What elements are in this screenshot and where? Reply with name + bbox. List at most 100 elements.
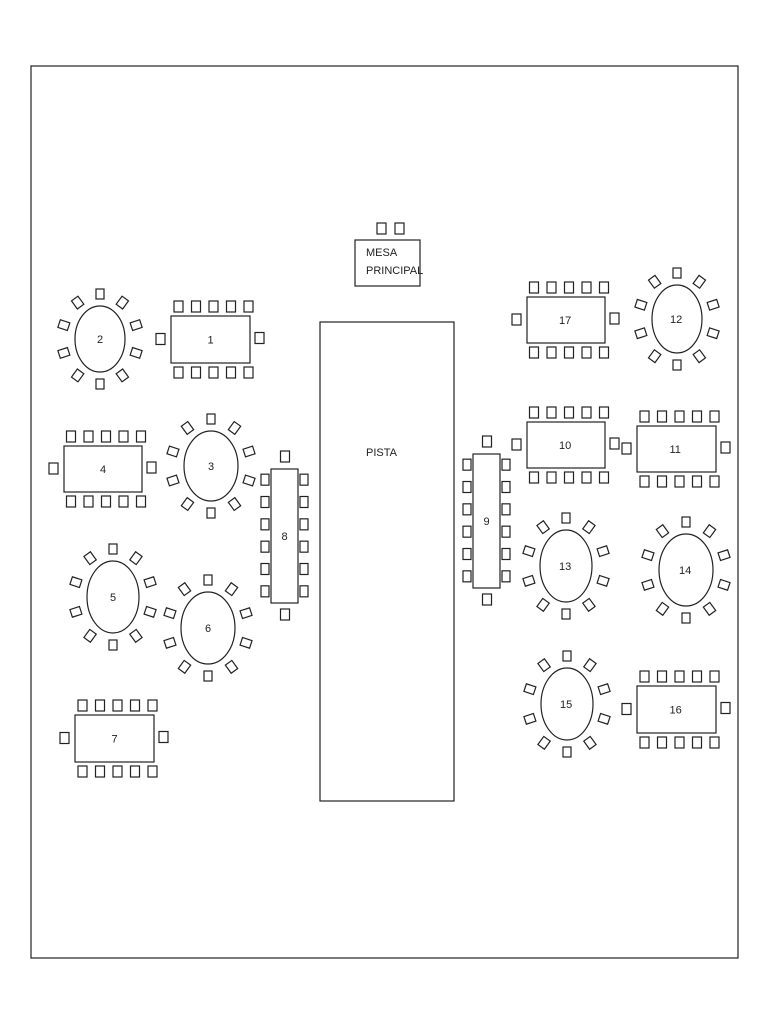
table-number-label: 17 (559, 315, 571, 327)
chair (581, 406, 592, 419)
chair (681, 516, 691, 528)
dance-floor[interactable]: PISTA (319, 321, 455, 802)
chair (546, 471, 557, 484)
chair (523, 712, 537, 725)
chair (239, 636, 253, 649)
table-surface (180, 591, 236, 665)
chair (163, 636, 177, 649)
chair (522, 545, 536, 558)
chair (115, 295, 130, 310)
chair (501, 547, 511, 561)
chair (208, 366, 219, 379)
chair (528, 346, 540, 359)
table-surface (74, 714, 155, 763)
chair (70, 368, 85, 383)
chair (621, 702, 632, 716)
table-6[interactable]: 6 (163, 574, 253, 682)
table-15[interactable]: 15 (523, 650, 611, 758)
chair (706, 298, 720, 311)
chair (462, 480, 472, 494)
table-surface (183, 430, 239, 502)
chair (57, 318, 71, 332)
head-table[interactable]: MESA PRINCIPAL (354, 222, 423, 287)
chair (173, 366, 184, 379)
chair (129, 765, 141, 778)
table-9[interactable]: 9 (462, 435, 511, 606)
chair (227, 496, 242, 512)
chair (279, 450, 291, 463)
chair (239, 607, 253, 620)
table-7[interactable]: 7 (59, 699, 169, 778)
head-table-chair (394, 222, 405, 235)
table-8[interactable]: 8 (260, 450, 309, 621)
table-5[interactable]: 5 (69, 543, 157, 651)
table-2[interactable]: 2 (57, 288, 143, 390)
chair (227, 420, 242, 436)
chair (69, 576, 83, 589)
chair (561, 608, 571, 620)
chair (609, 312, 620, 325)
chair (582, 657, 597, 673)
chair (260, 585, 270, 598)
chair (147, 699, 158, 712)
chair (581, 346, 592, 359)
chair (634, 298, 648, 311)
table-10[interactable]: 10 (511, 406, 620, 484)
chair (692, 274, 707, 290)
chair (501, 458, 511, 471)
table-13[interactable]: 13 (522, 512, 610, 620)
table-number-label: 4 (100, 464, 106, 476)
chair (65, 430, 77, 443)
chair (59, 731, 70, 745)
chair (597, 683, 611, 696)
chair (208, 300, 219, 313)
chair (166, 474, 180, 487)
chair (462, 503, 472, 516)
table-16[interactable]: 16 (621, 670, 731, 749)
chair (260, 473, 270, 486)
table-number-label: 10 (559, 440, 571, 452)
chair (481, 435, 493, 448)
chair (135, 495, 147, 508)
chair (118, 495, 129, 508)
chair (598, 346, 610, 359)
chair (299, 518, 309, 531)
chair (299, 562, 309, 576)
chair (562, 650, 572, 662)
chair (634, 327, 648, 340)
table-1[interactable]: 1 (155, 300, 265, 379)
table-number-label: 3 (208, 461, 214, 473)
chair (692, 348, 707, 364)
chair (242, 474, 256, 487)
chair (639, 475, 650, 488)
chair (128, 628, 143, 644)
chair (639, 670, 650, 683)
table-14[interactable]: 14 (641, 516, 731, 624)
chair (83, 430, 94, 443)
table-number-label: 14 (679, 565, 691, 577)
table-11[interactable]: 11 (621, 410, 731, 488)
table-4[interactable]: 4 (48, 430, 157, 508)
table-surface (472, 453, 501, 589)
chair (537, 735, 552, 751)
chair (597, 712, 611, 725)
chair (656, 736, 668, 749)
table-number-label: 8 (282, 531, 288, 543)
chair (77, 699, 88, 712)
chair (528, 281, 540, 294)
table-3[interactable]: 3 (166, 413, 256, 519)
table-17[interactable]: 17 (511, 281, 620, 359)
chair (709, 475, 720, 488)
chair (672, 359, 682, 371)
chair (511, 438, 522, 451)
chair (647, 274, 662, 290)
chair (224, 659, 239, 675)
chair (481, 593, 493, 606)
chair (523, 683, 537, 696)
table-surface (74, 305, 126, 373)
table-surface (636, 425, 717, 473)
table-surface (170, 315, 251, 364)
chair (100, 495, 112, 508)
chair (57, 346, 71, 360)
table-12[interactable]: 12 (634, 267, 720, 371)
